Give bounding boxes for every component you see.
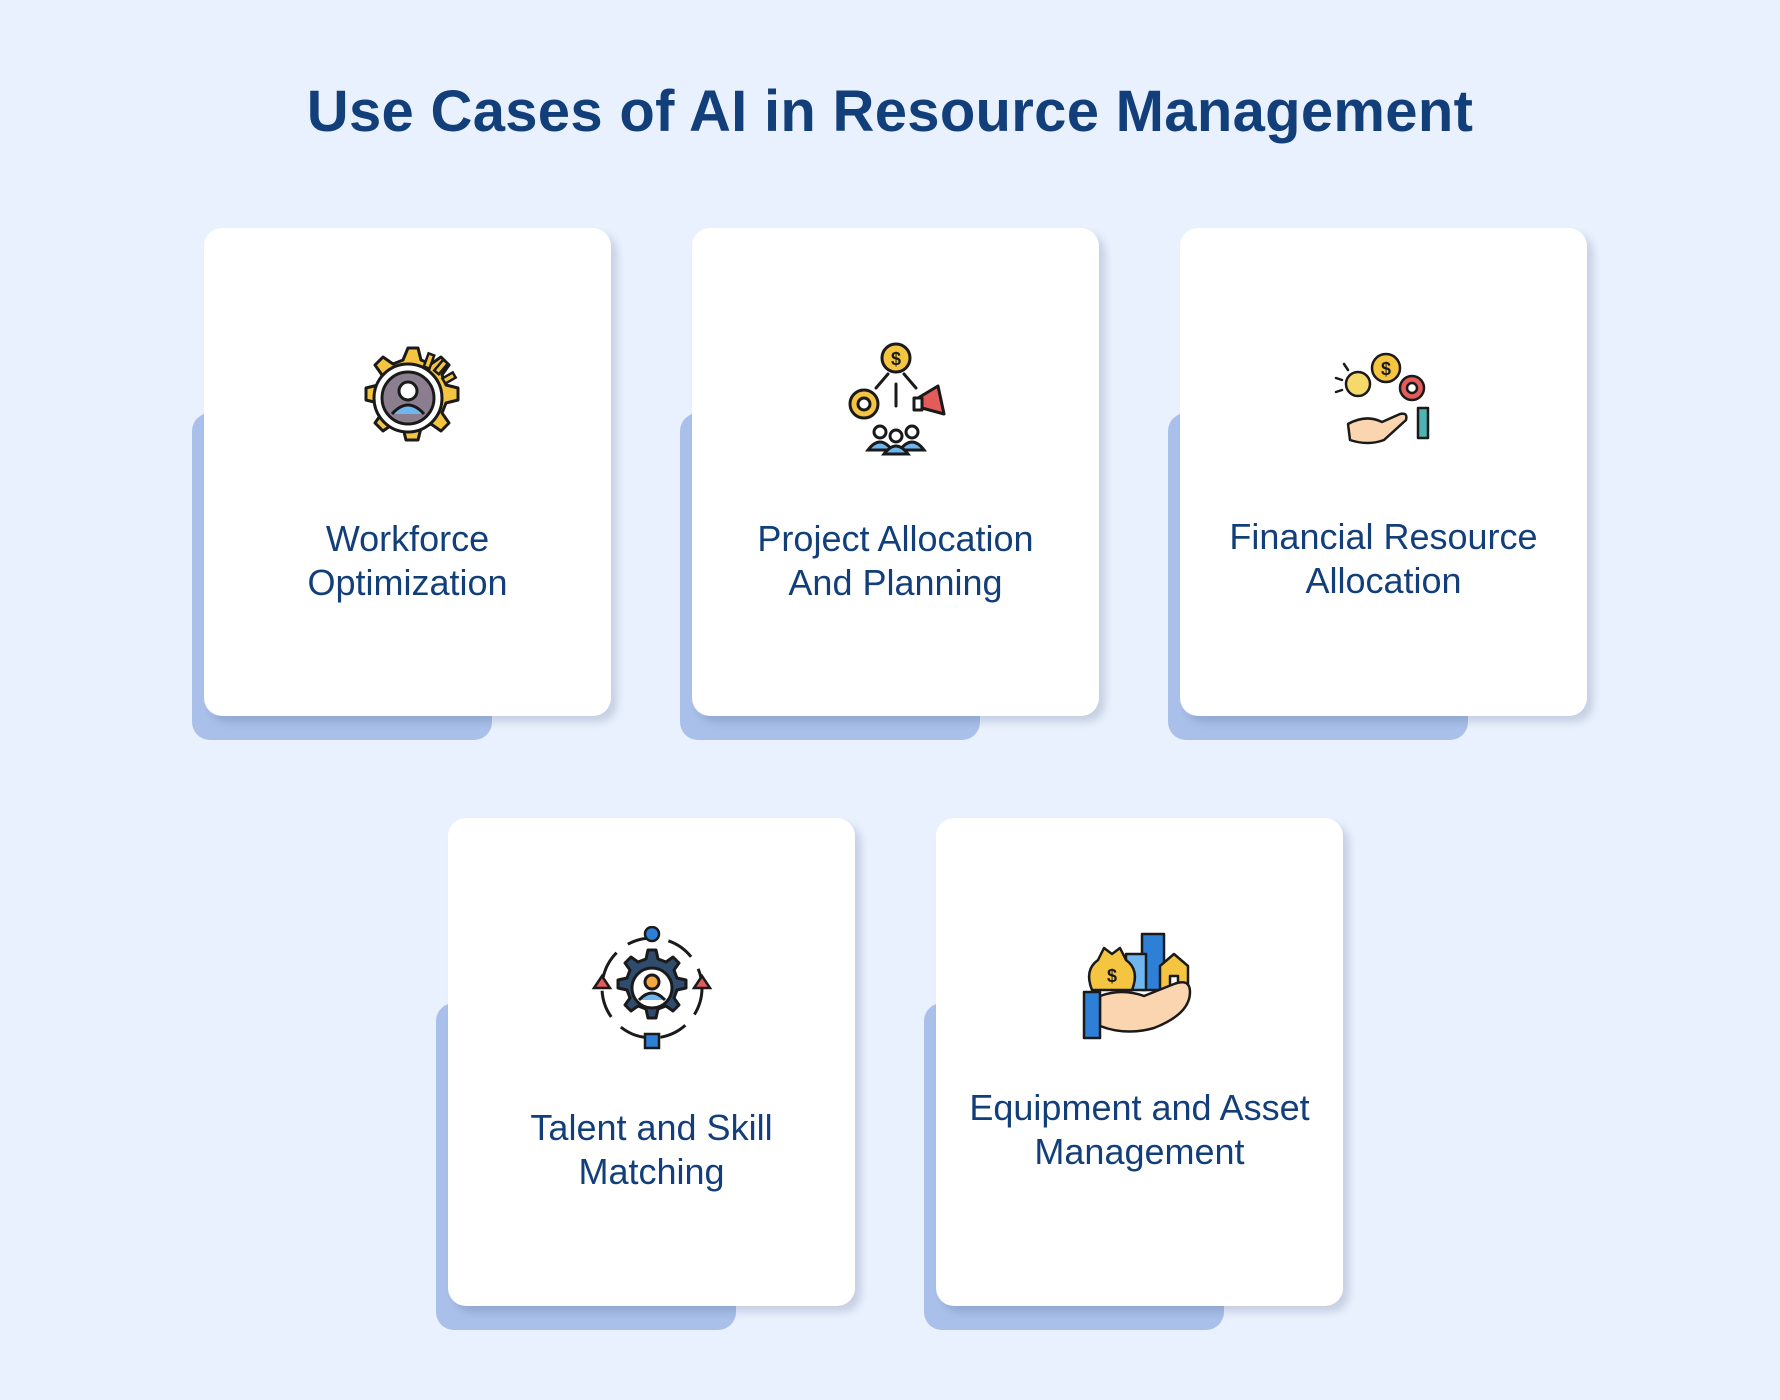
svg-text:$: $ (891, 349, 901, 369)
card-body: $ Financial Resource Allocation (1180, 228, 1587, 716)
use-case-card-talent-skill: Talent and Skill Matching (436, 818, 868, 1330)
card-label: Project Allocation And Planning (757, 518, 1034, 603)
svg-text:$: $ (1107, 966, 1117, 986)
use-case-card-workforce: Workforce Optimization (192, 228, 624, 740)
svg-text:$: $ (1381, 359, 1391, 379)
project-network-icon: $ (834, 336, 958, 460)
use-case-card-equipment-asset: $ Equipment and Asset Management (924, 818, 1356, 1330)
card-label: Equipment and Asset Management (969, 1087, 1310, 1172)
use-case-card-project-allocation: $ Project Allocation (680, 228, 1112, 740)
card-body: Talent and Skill Matching (448, 818, 855, 1306)
card-label: Workforce Optimization (307, 518, 508, 603)
page-title: Use Cases of AI in Resource Management (306, 79, 1474, 144)
hand-with-coins-gear-bulb-icon: $ (1322, 336, 1446, 460)
use-case-card-financial-resource: $ Financial Resource Allocation (1168, 228, 1600, 740)
card-label: Talent and Skill Matching (530, 1107, 773, 1192)
gear-target-person-icon (590, 926, 714, 1050)
card-body: $ Project Allocation (692, 228, 1099, 716)
card-body: $ Equipment and Asset Management (936, 818, 1343, 1306)
gear-with-person-icon (346, 336, 470, 460)
card-label: Financial Resource Allocation (1229, 516, 1538, 601)
hand-holding-assets-icon: $ (1078, 926, 1202, 1050)
card-body: Workforce Optimization (204, 228, 611, 716)
